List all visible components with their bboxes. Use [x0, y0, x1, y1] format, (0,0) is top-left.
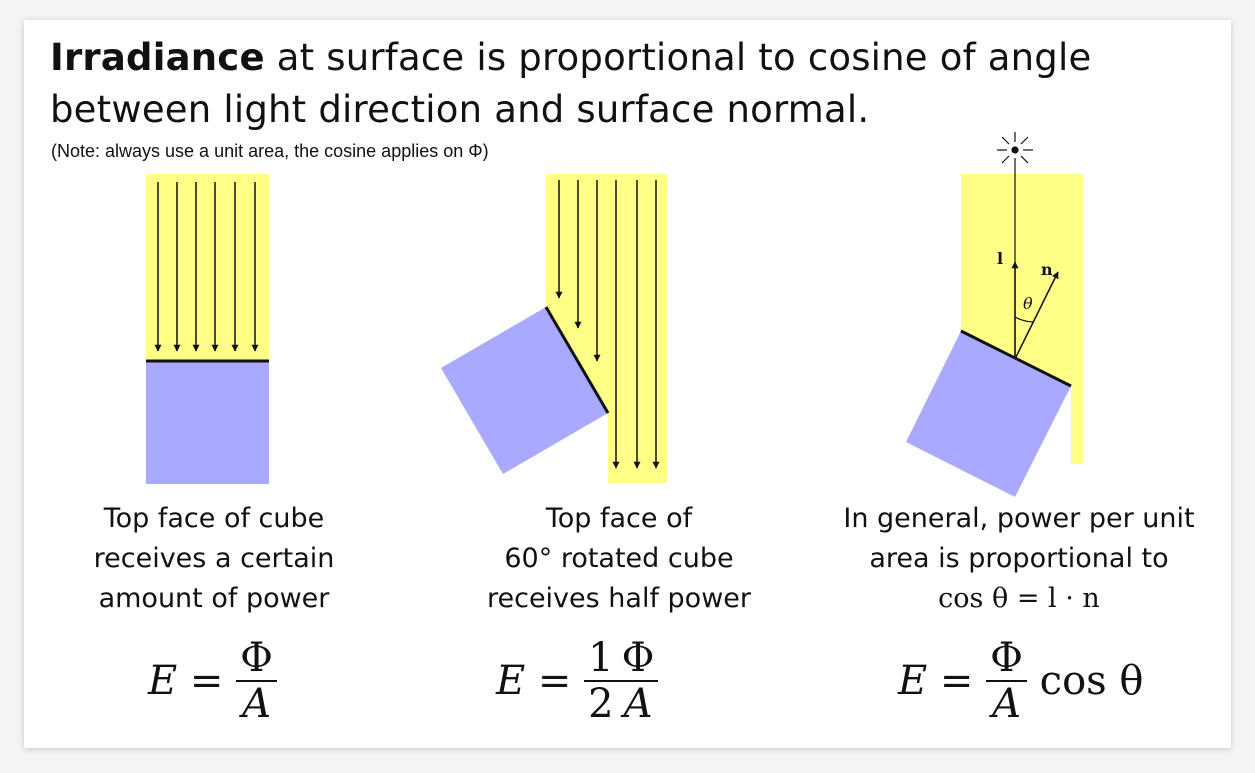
title-rest: at surface is proportional to cosine of …: [50, 36, 1092, 131]
formula-lhs: E: [148, 658, 178, 704]
fraction-numerator: Φ: [621, 635, 655, 681]
caption-line: receives half power: [486, 583, 751, 614]
irradiance-diagrams: l n θ: [146, 132, 1083, 497]
panel-2-diagram: [441, 174, 667, 483]
formula-equals: =: [537, 658, 572, 704]
normal-vector-label: n: [1041, 260, 1053, 279]
fraction-numerator: Φ: [990, 635, 1023, 681]
caption-math: cos θ = l · n: [938, 583, 1100, 614]
slide-title: Irradiance at surface is proportional to…: [50, 32, 1150, 136]
light-beam: [146, 174, 269, 362]
fraction-denominator: A: [236, 680, 277, 726]
caption-line: amount of power: [98, 583, 330, 614]
note-text: (Note: always use a unit area, the cosin…: [51, 141, 489, 161]
cube: [146, 362, 269, 484]
light-beam: [961, 174, 1083, 464]
formula-lhs: E: [898, 658, 928, 704]
panel-3-caption: In general, power per unit area is propo…: [824, 499, 1214, 619]
angle-arc: [1014, 316, 1035, 323]
fraction-denominator: A: [986, 680, 1027, 726]
fraction-numerator: 1: [588, 635, 614, 681]
panel-3-diagram: l n θ: [906, 132, 1083, 497]
light-rays: [555, 180, 660, 469]
light-source-icon: [997, 132, 1033, 168]
formula-lhs: E: [496, 658, 526, 704]
formula-equals: =: [939, 658, 974, 704]
fraction-denominator: 2: [584, 680, 618, 726]
rotated-cube: [906, 331, 1071, 497]
formula-cosine: cos θ: [1039, 658, 1144, 704]
caption-line: receives a certain: [93, 543, 335, 574]
formula-equals: =: [189, 658, 224, 704]
caption-line: area is proportional to: [869, 543, 1169, 574]
fraction-denominator: A: [617, 680, 659, 726]
caption-line: Top face of: [545, 503, 693, 534]
normal-vector-arrow: [1014, 271, 1059, 360]
panel-2-caption: Top face of 60° rotated cube receives ha…: [464, 499, 774, 619]
angle-label: θ: [1023, 294, 1033, 313]
cube-top-face: [544, 306, 610, 414]
slide: Irradiance at surface is proportional to…: [24, 20, 1231, 748]
fraction-numerator: Φ: [240, 635, 273, 681]
title-bold: Irradiance: [50, 36, 265, 79]
panel-1-caption: Top face of cube receives a certain amou…: [64, 499, 364, 619]
caption-line: 60° rotated cube: [504, 543, 734, 574]
light-rays: [154, 182, 259, 352]
caption-line: In general, power per unit: [843, 503, 1195, 534]
panel-1-diagram: [146, 174, 269, 484]
rotated-cube: [441, 307, 608, 474]
light-vector-label: l: [997, 249, 1003, 268]
caption-line: Top face of cube: [103, 503, 325, 534]
